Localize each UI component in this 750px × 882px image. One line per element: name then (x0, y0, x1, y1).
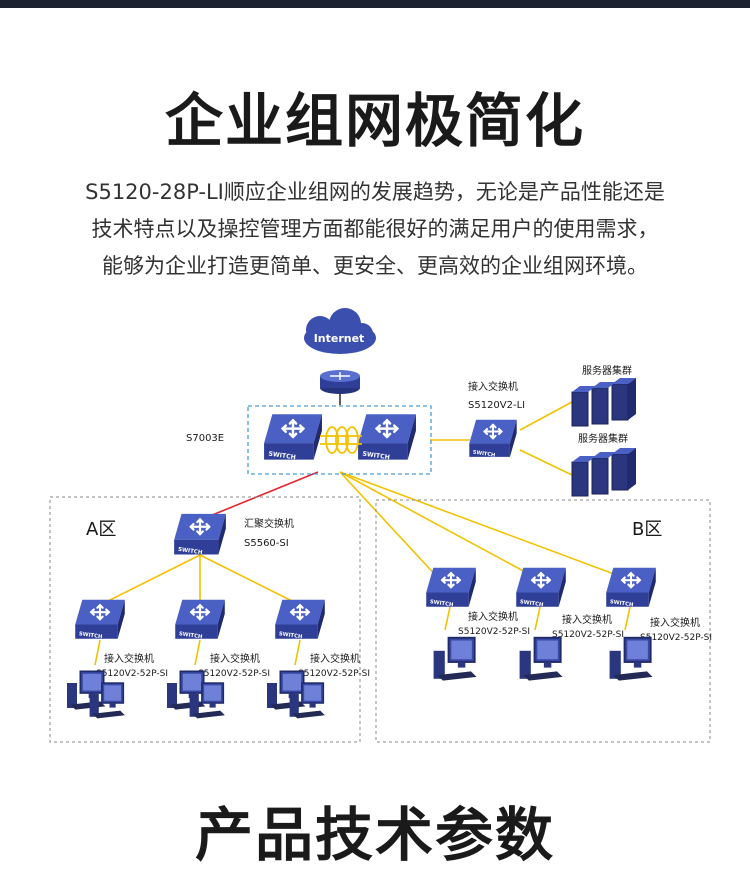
intro-line-2: 技术特点以及操控管理方面都能很好的满足用户的使用需求， (91, 217, 659, 241)
link-access-to-server-2 (519, 449, 573, 476)
zone-b-access-2-model: S5120V2-52P-SI (552, 630, 624, 640)
link-core-to-aggregation (199, 471, 319, 521)
zone-a-pc-1a-icon (66, 670, 107, 711)
core-switch-2-icon (356, 412, 418, 463)
router-icon (320, 370, 360, 394)
top-banner-bar (0, 0, 750, 8)
zone-b-access-3-model: S5120V2-52P-SI (640, 633, 712, 643)
internet-cloud-icon (304, 308, 376, 354)
zone-b-access-switch-3-icon (604, 566, 658, 610)
intro-line-3: 能够为企业打造更简单、更安全、更高效的企业组网环境。 (102, 254, 648, 278)
zone-a-pc-3a-icon (266, 670, 307, 711)
zone-a-access-2-name: 接入交换机 (210, 652, 260, 665)
access-top-switch-icon (468, 418, 518, 460)
access-top-model: S5120V2-LI (468, 400, 525, 411)
zone-b-access-switch-2-icon (514, 566, 568, 610)
section-title: 产品技术参数 (194, 801, 555, 869)
internet-label: Internet (314, 332, 365, 345)
server-cluster-2-icon (571, 448, 637, 497)
intro-line-1: S5120-28P-LI顺应企业组网的发展趋势，无论是产品性能还是 (85, 180, 665, 204)
network-topology-diagram: SWITCH (49, 308, 712, 743)
zone-a-access-switch-3-icon (273, 598, 327, 642)
server-cluster-1-icon (571, 378, 637, 427)
aggregation-switch-icon (172, 512, 228, 558)
core-switch-1-icon (262, 412, 324, 463)
zone-a-access-1-name: 接入交换机 (104, 652, 154, 665)
zone-b-pc-1-icon (432, 636, 478, 682)
zone-b-access-3-name: 接入交换机 (650, 616, 700, 629)
link-agg-to-a1 (99, 554, 201, 606)
link-b2-pc (534, 606, 541, 631)
zone-a-access-2-model: S5120V2-52P-SI (198, 669, 270, 679)
link-a1-pc (94, 639, 101, 666)
zone-a-pc-2a-icon (166, 670, 207, 711)
zone-b-access-switch-1-icon (424, 566, 478, 610)
link-core-to-b2 (339, 471, 541, 581)
zone-a-access-switch-1-icon (73, 598, 127, 642)
zone-a-boundary (49, 496, 361, 743)
zone-b-access-1-model: S5120V2-52P-SI (458, 627, 530, 637)
zone-b-pc-3-icon (608, 636, 654, 682)
zone-a-access-3-model: S5120V2-52P-SI (298, 669, 370, 679)
zone-b-pc-2-icon (518, 636, 564, 682)
core-boundary (247, 405, 432, 475)
server-cluster-2-label: 服务器集群 (578, 432, 628, 445)
zone-b-access-2-name: 接入交换机 (562, 613, 612, 626)
server-cluster-1-label: 服务器集群 (582, 364, 632, 377)
zone-a-access-3-name: 接入交换机 (310, 652, 360, 665)
zone-a-label: A区 (86, 519, 116, 540)
link-agg-to-a3 (199, 554, 301, 606)
aggregation-name: 汇聚交换机 (244, 517, 294, 530)
zone-a-access-switch-2-icon (173, 598, 227, 642)
access-top-name: 接入交换机 (468, 380, 518, 393)
link-b3-pc (624, 606, 631, 631)
link-access-to-server-1 (519, 401, 573, 431)
zone-b-label: B区 (632, 519, 662, 540)
link-core-to-b1 (339, 471, 441, 581)
page-title: 企业组网极简化 (164, 87, 585, 155)
link-a2-pc (194, 639, 201, 666)
aggregation-model: S5560-SI (244, 538, 289, 549)
link-core-to-b3 (339, 471, 631, 581)
link-a3-pc (294, 639, 301, 666)
zone-a-access-1-model: S5120V2-52P-SI (96, 669, 168, 679)
core-switch-label: S7003E (186, 433, 224, 444)
zone-b-access-1-name: 接入交换机 (468, 610, 518, 623)
link-b1-pc (444, 606, 451, 631)
irf-link-icon (320, 426, 362, 454)
